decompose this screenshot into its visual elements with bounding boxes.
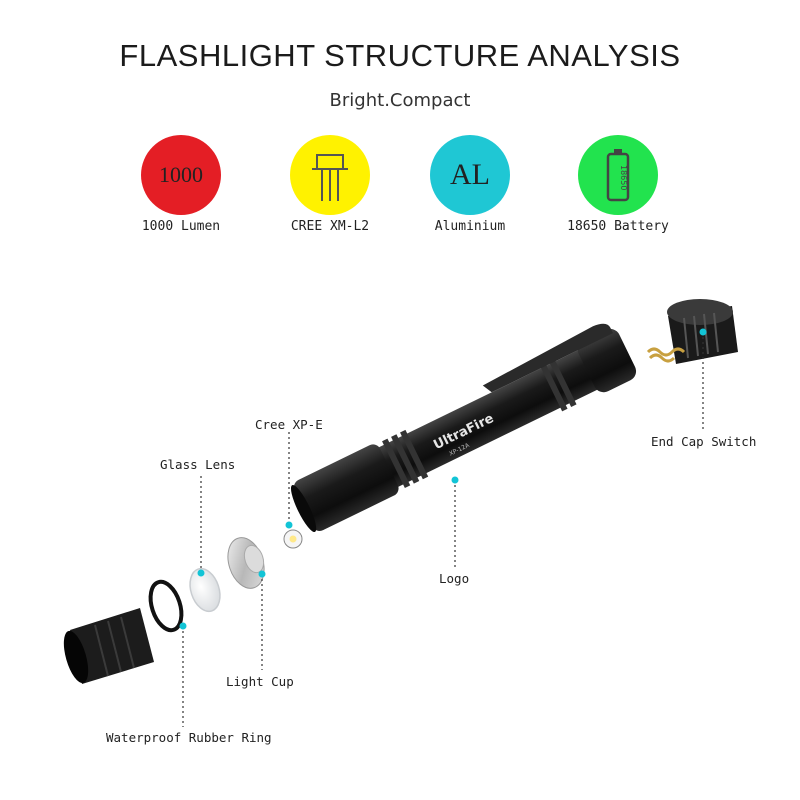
- callout-logo: Logo: [439, 571, 470, 586]
- lumen-badge-icon: 1000: [141, 135, 221, 215]
- feature-lumen: 1000 1000 Lumen: [116, 135, 246, 234]
- feature-battery: 18650 18650 Battery: [553, 135, 683, 234]
- page-title: FLASHLIGHT STRUCTURE ANALYSIS: [119, 38, 681, 73]
- battery-icon: 18650: [578, 135, 658, 215]
- rubber-ring: [148, 579, 184, 633]
- callout-rubber-ring: Waterproof Rubber Ring: [106, 730, 272, 745]
- lumen-badge-text: 1000: [159, 162, 203, 187]
- bezel: [63, 608, 154, 684]
- glass-lens: [189, 567, 221, 613]
- feature-label: CREE XM-L2: [290, 219, 370, 234]
- light-cup: [227, 537, 265, 589]
- callout-cree-xpe: Cree XP-E: [255, 417, 323, 432]
- feature-label: 1000 Lumen: [141, 219, 221, 234]
- battery-print-text: 18650: [619, 165, 628, 190]
- aluminium-badge-text: AL: [450, 158, 490, 191]
- feature-aluminium: AL Aluminium: [405, 135, 535, 234]
- flashlight-body: UltraFire XP-12A: [290, 323, 637, 533]
- led-chip-icon: [290, 135, 370, 215]
- callout-end-cap-switch: End Cap Switch: [651, 434, 757, 449]
- feature-led: CREE XM-L2: [265, 135, 395, 234]
- end-cap: [646, 299, 738, 364]
- callout-glass-lens: Glass Lens: [160, 457, 236, 472]
- aluminium-badge-icon: AL: [430, 135, 510, 215]
- feature-label: 18650 Battery: [567, 219, 669, 234]
- page-subtitle: Bright.Compact: [329, 90, 471, 111]
- feature-label: Aluminium: [434, 219, 506, 234]
- callout-light-cup: Light Cup: [226, 674, 294, 689]
